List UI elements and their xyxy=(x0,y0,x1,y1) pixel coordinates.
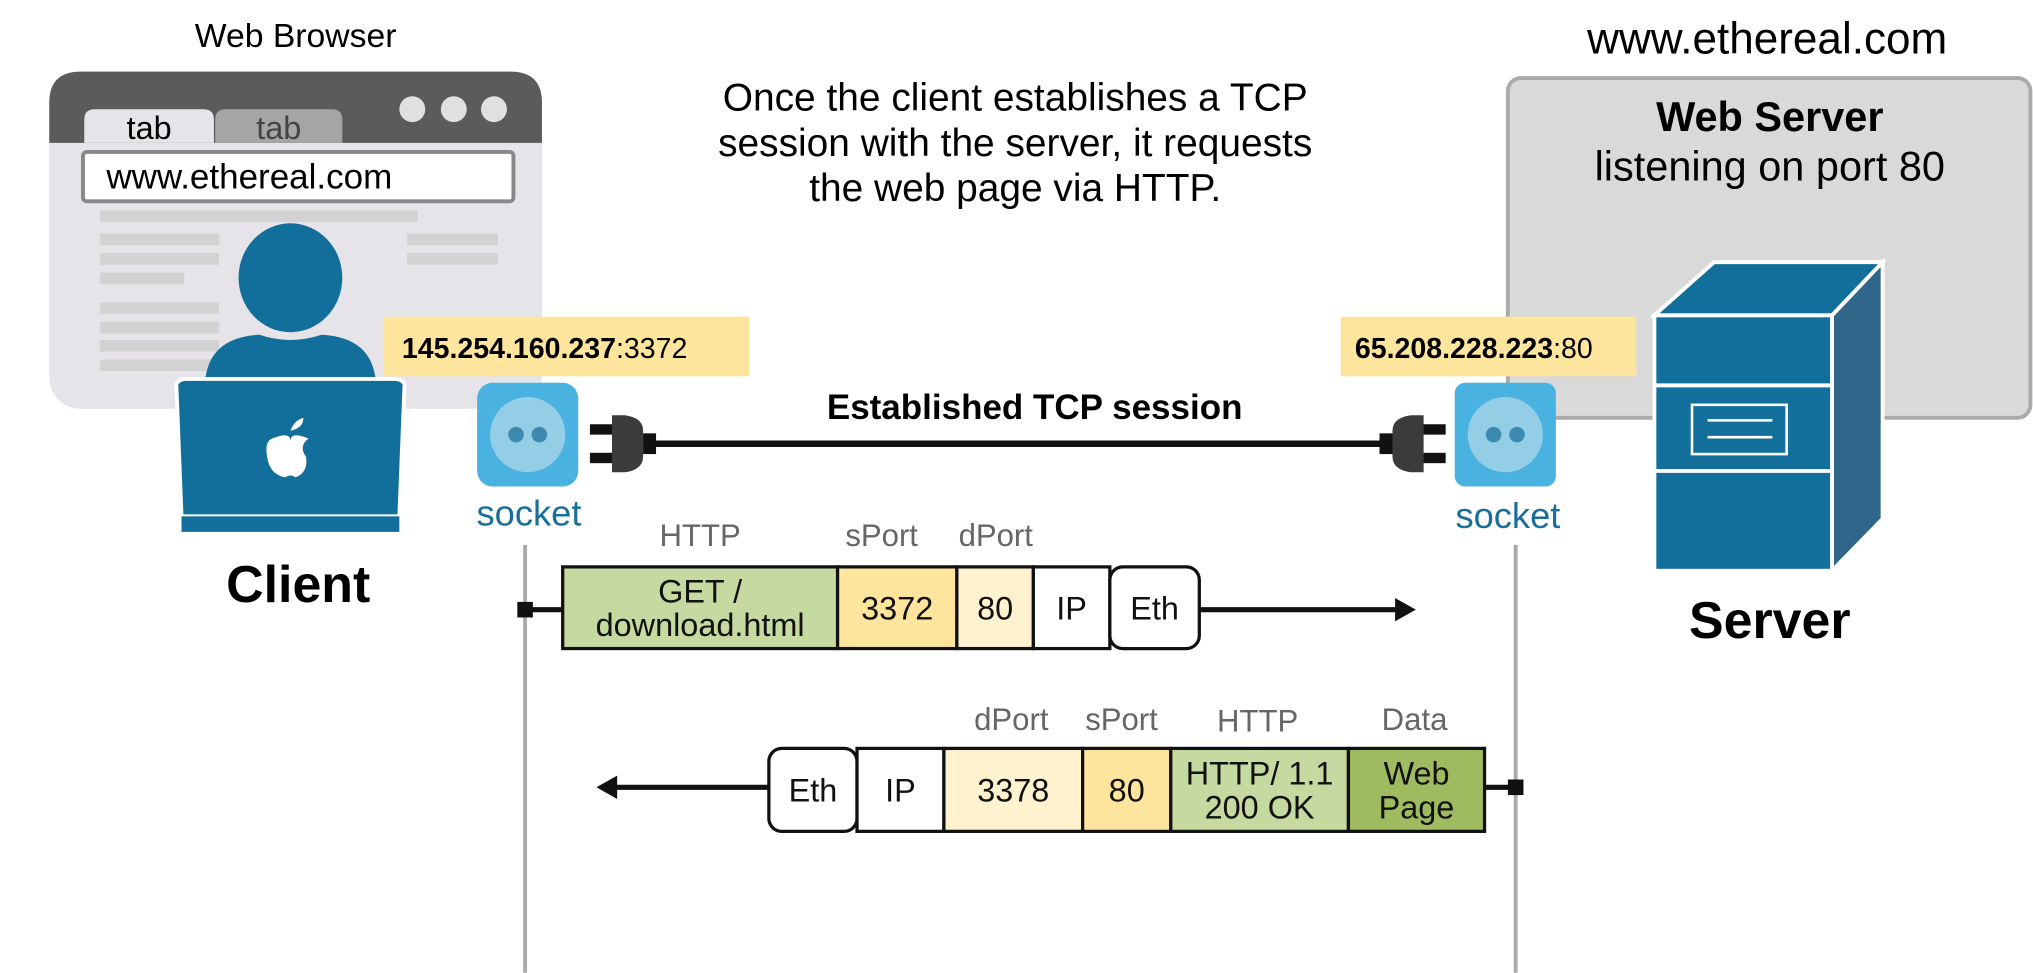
packet-field-text: 80 xyxy=(1109,773,1145,809)
plug-icon xyxy=(1379,415,1446,473)
browser-title: Web Browser xyxy=(195,17,397,55)
web-server-title: Web Server xyxy=(1656,93,1883,140)
server-label: Server xyxy=(1689,591,1850,649)
client-socket-icon xyxy=(477,382,579,487)
packet-field-text: IP xyxy=(1056,590,1087,626)
client-socket-label: socket xyxy=(477,492,582,533)
packet-field-text: 3372 xyxy=(861,590,933,626)
packet-field xyxy=(1081,746,1173,834)
packet-field-text: HTTP/ 1.1 xyxy=(1186,756,1334,792)
request-packet: GET /download.html 3372 80 IP Eth HTTP sPort… xyxy=(517,518,1416,651)
browser-tab-1[interactable] xyxy=(84,109,214,143)
packet-field xyxy=(1108,565,1201,651)
packet-field-text: download.html xyxy=(596,607,805,643)
packet-header-label: dPort xyxy=(959,518,1034,553)
tab-label: tab xyxy=(127,110,172,146)
svg-text:session with the server, it re: session with the server, it requests xyxy=(718,122,1312,165)
packet-field-text: Eth xyxy=(1130,590,1179,626)
server-socket-icon xyxy=(1454,382,1556,487)
packet-field xyxy=(561,565,840,651)
packet-header-label: sPort xyxy=(1085,702,1158,737)
web-server-subtitle: listening on port 80 xyxy=(1595,143,1945,190)
packet-field-text: Page xyxy=(1379,789,1455,825)
packet-field-text: 80 xyxy=(977,590,1013,626)
client-label: Client xyxy=(226,555,370,613)
client-address: 145.254.160.237:3372 xyxy=(402,333,687,365)
svg-text:the web page via HTTP.: the web page via HTTP. xyxy=(809,167,1221,210)
packet-field-text: Eth xyxy=(789,773,838,809)
server-tower-icon xyxy=(1649,257,1888,576)
packet-header-label: HTTP xyxy=(660,518,741,553)
client-address-label xyxy=(383,316,750,377)
close-icon[interactable] xyxy=(481,96,507,123)
packet-field-text: 3378 xyxy=(977,773,1049,809)
packet-field-text: GET / xyxy=(658,574,742,610)
server-address-label xyxy=(1340,316,1637,377)
packet-field xyxy=(1031,565,1112,651)
packet-field xyxy=(942,746,1085,834)
apple-logo-icon xyxy=(266,417,309,478)
session-label: Established TCP session xyxy=(827,388,1243,427)
caption: Once the client establishes a TCP sessio… xyxy=(718,76,1312,210)
packet-field-text: IP xyxy=(885,773,916,809)
packet-header-label: Data xyxy=(1382,702,1448,737)
client-user-icon xyxy=(174,223,407,532)
address-bar[interactable] xyxy=(81,150,516,204)
address-text: www.ethereal.com xyxy=(105,157,392,196)
packet-field-text: Web xyxy=(1383,756,1449,792)
server-address: 65.208.228.223:80 xyxy=(1355,333,1593,365)
plug-icon xyxy=(589,415,657,473)
tab-label: tab xyxy=(256,110,301,146)
browser-tab-2[interactable] xyxy=(215,109,343,143)
packet-header-label: dPort xyxy=(974,702,1049,737)
server-socket-label: socket xyxy=(1455,495,1560,536)
minimize-icon[interactable] xyxy=(399,96,426,123)
svg-text:Once the client establishes a: Once the client establishes a TCP xyxy=(723,76,1308,119)
packet-header-label: HTTP xyxy=(1217,704,1298,739)
server-domain: www.ethereal.com xyxy=(1586,14,1947,63)
page-content-lines xyxy=(99,210,498,372)
packet-header-label: sPort xyxy=(845,518,918,553)
maximize-icon[interactable] xyxy=(440,96,467,123)
packet-field-text: 200 OK xyxy=(1205,789,1315,825)
packet-field xyxy=(1346,746,1487,834)
